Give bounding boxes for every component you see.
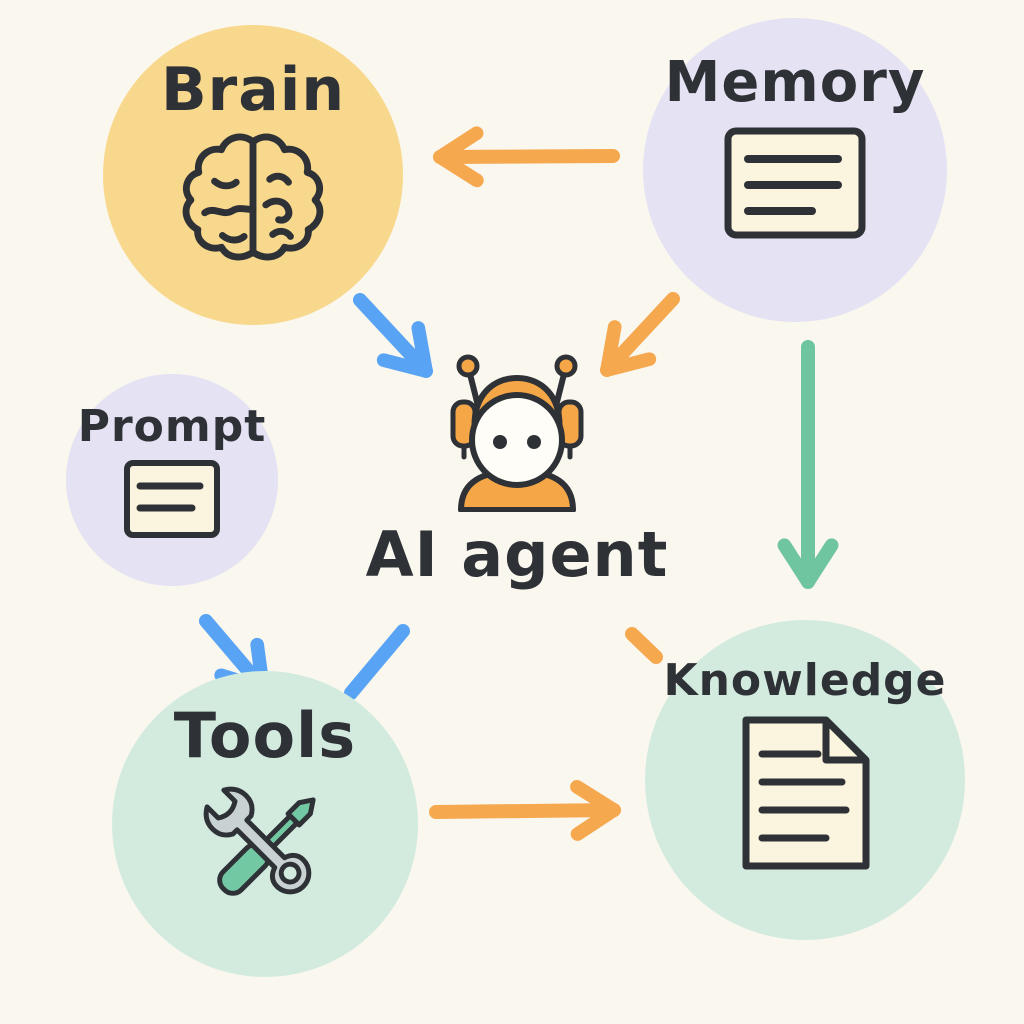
- node-brain-label: Brain: [160, 55, 346, 125]
- arrow-memory-to-agent: [600, 292, 680, 377]
- node-prompt: Prompt: [66, 374, 278, 586]
- document-icon: [742, 716, 869, 870]
- wrench-screwdriver-icon: [203, 786, 316, 896]
- node-prompt-label: Prompt: [77, 401, 267, 452]
- brain-icon: [182, 133, 324, 261]
- arrow-brain-to-agent: [353, 293, 433, 378]
- robot-icon: [450, 354, 584, 512]
- node-tools-label: Tools: [173, 699, 357, 772]
- node-tools: Tools: [112, 671, 418, 977]
- arrow-memory-to-brain: [433, 126, 620, 188]
- node-knowledge: Knowledge: [645, 620, 965, 940]
- node-brain: Brain: [103, 25, 403, 325]
- node-knowledge-label: Knowledge: [663, 655, 947, 706]
- node-memory: Memory: [643, 18, 947, 322]
- connector-tools-to-agent: [344, 624, 410, 700]
- node-agent-label: AI agent: [365, 518, 669, 591]
- node-agent: AI agent: [352, 352, 682, 612]
- arrow-tools-to-knowledge: [429, 779, 621, 841]
- prompt-card-icon: [124, 460, 220, 539]
- connector-agent-to-knowledge: [625, 627, 663, 664]
- memory-card-icon: [724, 127, 866, 239]
- node-memory-label: Memory: [664, 50, 926, 115]
